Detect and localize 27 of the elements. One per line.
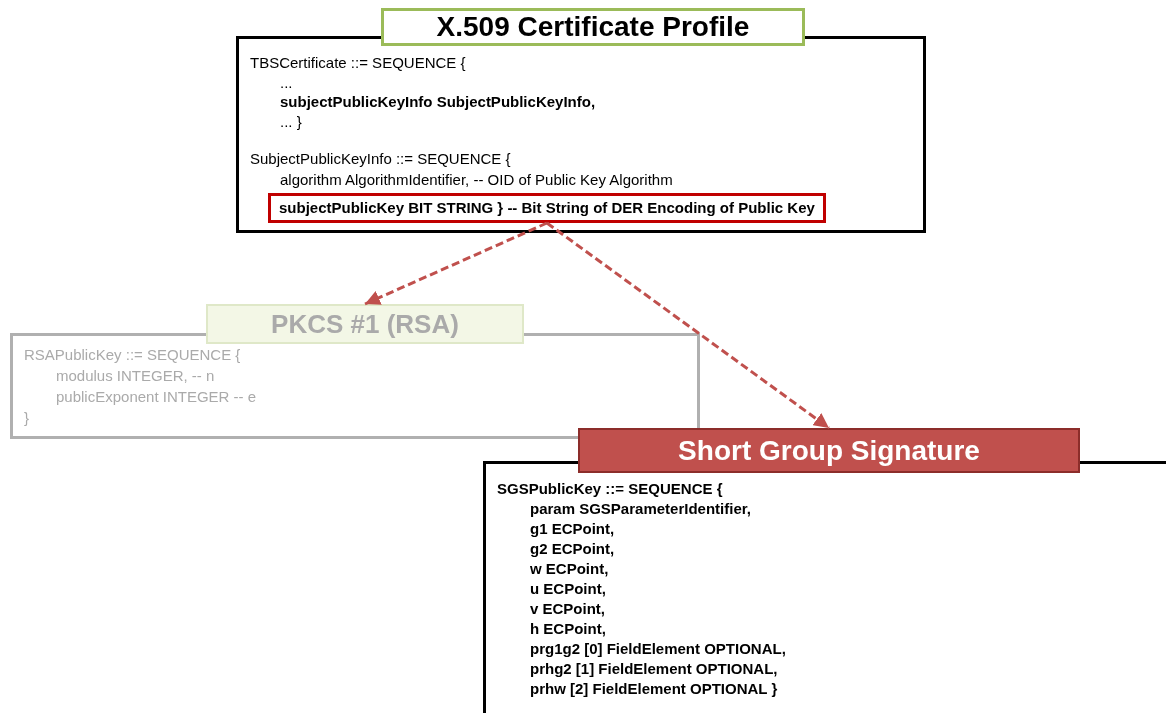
code-line: publicExponent INTEGER -- e xyxy=(56,388,257,406)
code-line: prhw [2] FieldElement OPTIONAL } xyxy=(530,680,778,698)
code-line: g2 ECPoint, xyxy=(530,540,615,558)
code-line: w ECPoint, xyxy=(530,560,609,578)
code-line: } xyxy=(24,409,29,427)
heading-tab: PKCS #1 (RSA) xyxy=(206,304,524,344)
code-line: v ECPoint, xyxy=(530,600,605,618)
code-line: ... xyxy=(280,74,293,92)
highlight-box: subjectPublicKey BIT STRING } -- Bit String of DER Encoding of Public Key xyxy=(268,193,826,223)
code-line: ... } xyxy=(280,113,302,131)
code-line: algorithm AlgorithmIdentifier, -- OID of Public Key Algorithm xyxy=(280,171,673,189)
heading-tab: Short Group Signature xyxy=(578,428,1080,473)
code-line: RSAPublicKey ::= SEQUENCE { xyxy=(24,346,241,364)
code-line: g1 ECPoint, xyxy=(530,520,615,538)
code-line: SubjectPublicKeyInfo ::= SEQUENCE { xyxy=(250,150,511,168)
code-line: prg1g2 [0] FieldElement OPTIONAL, xyxy=(530,640,786,658)
code-line: subjectPublicKeyInfo SubjectPublicKeyInfo, xyxy=(280,93,596,111)
code-line: prhg2 [1] FieldElement OPTIONAL, xyxy=(530,660,778,678)
code-line: TBSCertificate ::= SEQUENCE { xyxy=(250,54,466,72)
code-line: u ECPoint, xyxy=(530,580,606,598)
code-line: h ECPoint, xyxy=(530,620,606,638)
dashed-arrow xyxy=(546,221,830,430)
heading-tab: X.509 Certificate Profile xyxy=(381,8,805,46)
code-line: SGSPublicKey ::= SEQUENCE { xyxy=(497,480,723,498)
dashed-arrow xyxy=(364,221,548,306)
code-line: modulus INTEGER, -- n xyxy=(56,367,215,385)
code-line: param SGSParameterIdentifier, xyxy=(530,500,751,518)
